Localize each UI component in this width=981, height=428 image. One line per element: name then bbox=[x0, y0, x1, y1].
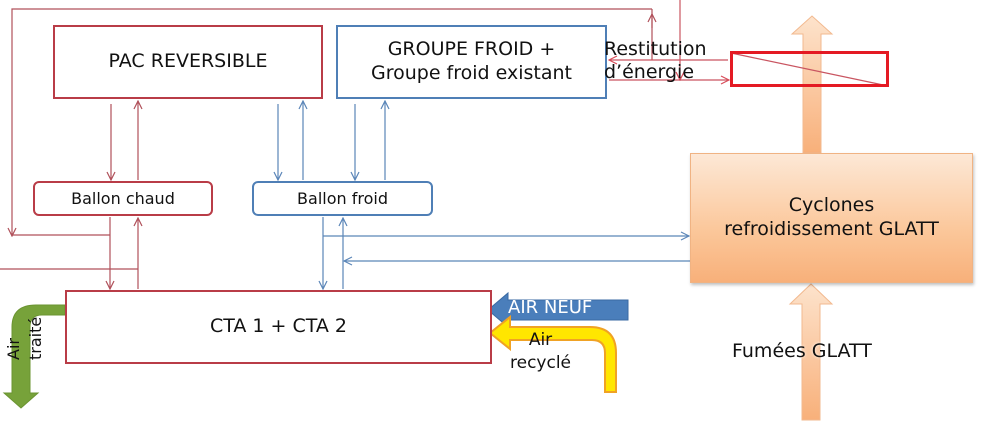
air-traite-line1: Air bbox=[4, 338, 23, 360]
cyclones-box: Cyclones refroidissement GLATT bbox=[690, 153, 973, 283]
heat-exchanger-box bbox=[730, 51, 889, 87]
air-recycle-arrow-icon bbox=[488, 314, 617, 393]
cta-box: CTA 1 + CTA 2 bbox=[65, 290, 492, 364]
restitution-label: Restitution d’énergie bbox=[604, 38, 707, 84]
fumees-label: Fumées GLATT bbox=[732, 340, 872, 362]
smoke-arrow-in-icon bbox=[788, 283, 834, 421]
ballon-froid-label: Ballon froid bbox=[297, 188, 388, 208]
air-recycle-line2: recyclé bbox=[510, 352, 572, 373]
air-traite-label: Air traité bbox=[3, 317, 48, 360]
groupe-froid-label-line2: Groupe froid existant bbox=[370, 62, 573, 84]
restitution-line1: Restitution bbox=[604, 38, 707, 60]
ballon-froid-links bbox=[278, 101, 690, 289]
groupe-froid-box: GROUPE FROID + Groupe froid existant bbox=[336, 25, 607, 99]
air-traite-arrow-icon bbox=[2, 304, 66, 409]
air-neuf-arrow-icon bbox=[487, 291, 629, 329]
air-recycle-label: Air recyclé bbox=[510, 329, 571, 375]
cta-label: CTA 1 + CTA 2 bbox=[209, 315, 348, 338]
cyclones-label-line2: refroidissement GLATT bbox=[724, 218, 939, 240]
restitution-lines bbox=[609, 0, 729, 80]
pac-ballon-chaud-links bbox=[110, 101, 138, 289]
air-recycle-line1: Air bbox=[528, 330, 553, 350]
ballon-chaud-box: Ballon chaud bbox=[33, 181, 213, 216]
air-traite-line2: traité bbox=[26, 316, 46, 360]
groupe-froid-label-line1: GROUPE FROID + bbox=[387, 38, 556, 61]
outer-loop-left-line bbox=[12, 8, 652, 236]
pac-reversible-label: PAC REVERSIBLE bbox=[108, 50, 268, 73]
restitution-line2: d’énergie bbox=[604, 60, 695, 83]
air-neuf-label: AIR NEUF bbox=[508, 297, 593, 318]
pac-reversible-box: PAC REVERSIBLE bbox=[53, 25, 323, 99]
ballon-chaud-label: Ballon chaud bbox=[71, 188, 175, 208]
ballon-froid-box: Ballon froid bbox=[252, 181, 433, 216]
outer-hot-loop bbox=[0, 8, 652, 270]
heat-exchanger-diagonal bbox=[730, 52, 889, 87]
cyclones-label-line1: Cyclones bbox=[788, 194, 875, 217]
